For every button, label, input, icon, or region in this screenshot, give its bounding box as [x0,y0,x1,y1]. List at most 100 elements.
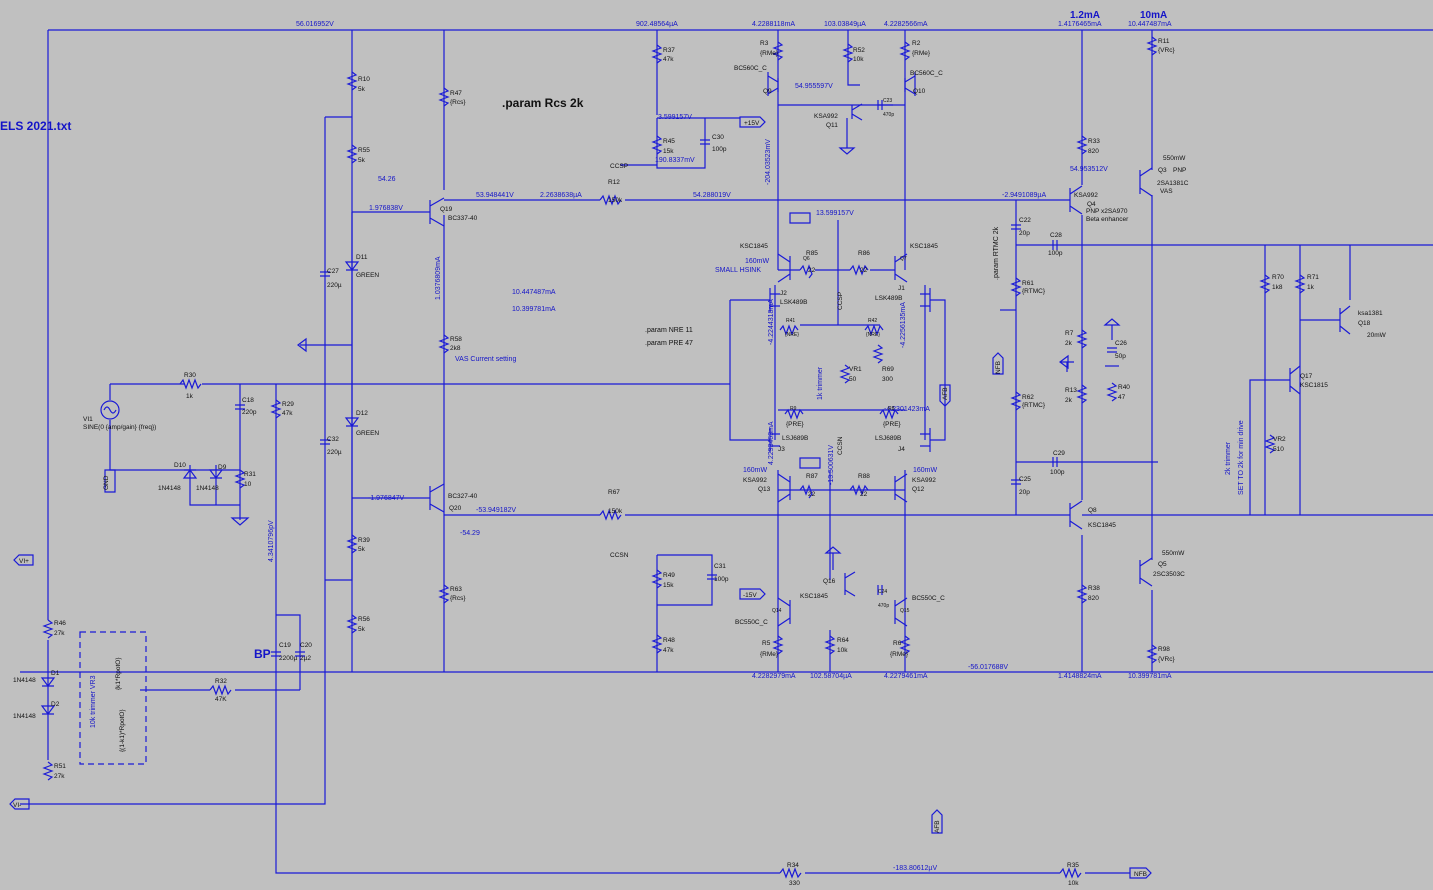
label-labels-r63: R63 [450,586,462,593]
label-labels-c22: C22 [1019,217,1031,224]
meas-i-r2: 4.2282566mA [884,21,928,28]
label-labels-nfb: NFB [1134,871,1147,878]
transistor-q19 [429,197,445,227]
resistor-r67 [599,509,622,521]
resistors [42,36,1306,879]
label-labels-d12t: GREEN [356,430,379,437]
jfet-j2 [769,288,780,312]
label-labels-q6h: SMALL HSINK [715,267,761,274]
label-labels-afb: AFB [942,387,949,400]
label-labels-c19: C19 [279,642,291,649]
param-rcs: .param Rcs 2k [502,96,584,110]
label-labels-vi1t: SINE(0 {amp/gain} {freq}) [83,424,156,431]
param-pre: .param PRE 47 [645,340,693,347]
label-labels-q11t: KSA992 [814,113,838,120]
label-labels-d2: D2 [51,701,60,708]
label-labels-c31v: 100p [714,576,729,583]
label-labels-c23v: 470p [883,112,894,118]
label-labels-q10: Q10 [913,88,926,95]
resistor-r69 [872,344,884,364]
label-labels-c18: C18 [242,397,254,404]
label-labels-q7: Q7 [900,256,907,262]
resistor-r88 [849,484,869,496]
label-labels-q14: Q14 [772,608,782,614]
transistor-q11 [851,103,863,121]
label-labels-d11t: GREEN [356,272,379,279]
label-labels-r47: R47 [450,90,462,97]
label-labels-c32: C32 [327,436,339,443]
meas-i-r11: 10.447487mA [1128,21,1172,28]
meas-v-q9c: -204.03523mV [765,139,772,185]
label-labels-q18t: ksa1381 [1358,310,1383,317]
label-labels-r69: R69 [882,366,894,373]
resistor-r42 [864,324,884,336]
label-labels-r34: R34 [787,862,799,869]
meas-v-q4b: -2.9491089µA [1002,192,1046,199]
label-labels-r55v: 5k [358,157,366,164]
transistor-q18 [1339,305,1351,335]
meas-v-r54: 54.26 [378,176,396,183]
sources-and-ground [100,118,1121,570]
label-labels-r49: R49 [663,572,675,579]
port-n15b [799,457,821,469]
label-labels-r38v: 820 [1088,595,1099,602]
label-labels-r64v: 10k [837,647,848,654]
label-labels-vr2: VR2 [1273,436,1286,443]
label-labels-r52: R52 [853,47,865,54]
capacitors [235,100,1117,657]
label-labels-d10t: 1N4148 [158,485,181,492]
label-labels-q15: Q15 [900,608,910,614]
label-labels-r58: R58 [450,336,462,343]
transistor-q16 [844,571,856,597]
label-labels-r70v: 1k8 [1272,284,1283,291]
label-labels-nfb: NFB [995,361,1002,374]
capacitor-c20 [295,651,305,657]
meas-v-cc: -13.500631V [828,445,835,485]
meas-v-q19e: 53.948441V [476,192,514,199]
label-labels-r67v: 150k [608,508,623,515]
ground-icon-4 [824,546,842,570]
port-p15 [739,116,766,128]
resistor-r39 [346,534,358,554]
label-labels-r88v: 22 [860,491,868,498]
resistor-r12 [599,194,622,206]
label-labels-r33v: 820 [1088,148,1099,155]
label-labels-r41: R41 [786,318,795,324]
label-labels-c29: C29 [1053,450,1065,457]
label-labels-q20: Q20 [449,505,462,512]
label-labels-r39: R39 [358,537,370,544]
label-labels-r11: R11 [1158,38,1170,45]
label-labels-r42v: {NRE} [866,332,880,338]
label-labels-c20: C20 [300,642,312,649]
label-labels-r56v: 5k [358,626,366,633]
resistor-r61 [1010,277,1022,297]
label-labels-j1: J1 [898,285,905,292]
meas-i-r52: 103.03849µA [824,21,866,28]
label-labels-r37v: 47k [663,56,674,63]
diode-d12 [344,417,360,427]
meas-v-r64: -54.29 [460,530,480,537]
title-fragment: ELS 2021.txt [0,119,71,133]
meas-i-j2b: 10.399781mA [512,306,556,313]
capacitor-c27 [320,271,330,277]
label-labels-j4: J4 [898,446,905,453]
resistor-r30 [179,378,202,390]
label-labels-c26: C26 [1115,340,1127,347]
label-labels-q3n: VAS [1160,188,1173,195]
label-labels-vip: VI+ [19,558,29,565]
label-labels-c24v: 470p [878,603,889,609]
label-labels-r7: R7 [1065,330,1074,337]
label-labels-d9t: 1N4148 [196,485,219,492]
capacitor-c30 [700,139,710,145]
label-labels-r40v: 47 [1118,394,1126,401]
sine-source-vi1 [100,400,120,420]
meas-i-r33: 1.4176465mA [1058,21,1102,28]
label-labels-r10: R10 [358,76,370,83]
resistor-r64 [824,635,836,655]
capacitor-c28 [1052,240,1058,250]
label-labels-r30v: 1k [186,393,194,400]
capacitor-c19 [271,651,281,657]
capacitor-c18 [235,404,245,410]
